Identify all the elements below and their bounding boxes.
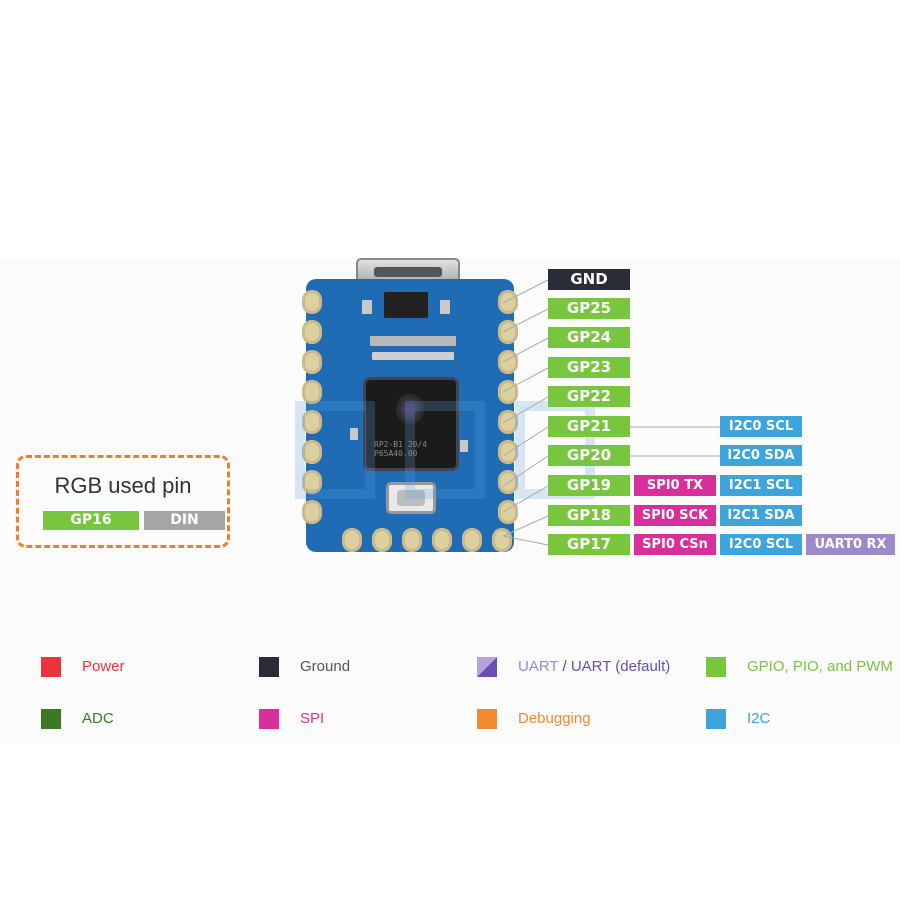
pin-pad bbox=[498, 410, 518, 434]
pin-pad bbox=[498, 350, 518, 374]
func-label-spi: SPI0 TX bbox=[634, 475, 716, 496]
debugging-swatch-icon bbox=[477, 709, 497, 729]
pin-pad bbox=[302, 410, 322, 434]
component bbox=[440, 300, 450, 314]
chip-marking: RP2-B1 20/4 P65A40.00 bbox=[374, 440, 427, 458]
component bbox=[460, 440, 468, 452]
pin-pad bbox=[498, 440, 518, 464]
legend-label: GPIO, PIO, and PWM bbox=[747, 658, 893, 675]
legend-label: UART / UART (default) bbox=[518, 657, 670, 677]
component-row bbox=[372, 352, 454, 360]
uart-separator: / bbox=[558, 658, 571, 675]
rgb-box-title: RGB used pin bbox=[54, 473, 192, 498]
ground-swatch-icon bbox=[259, 657, 279, 677]
func-label-i2c: I2C0 SCL bbox=[720, 534, 802, 555]
component bbox=[350, 428, 358, 440]
func-label-i2c: I2C0 SDA bbox=[720, 445, 802, 466]
func-label-i2c: I2C0 SCL bbox=[720, 416, 802, 437]
rgb-pin-box: RGB used pin GP16 DIN bbox=[16, 455, 230, 548]
pin-pad bbox=[492, 528, 512, 552]
pin-pad bbox=[498, 470, 518, 494]
pin-label-gnd: GND bbox=[548, 269, 630, 290]
pin-pad bbox=[462, 528, 482, 552]
legend-label: I2C bbox=[747, 710, 771, 727]
pin-pad bbox=[498, 290, 518, 314]
legend-label: Power bbox=[82, 658, 125, 675]
uart-label: UART bbox=[518, 658, 559, 675]
legend-label: Ground bbox=[300, 658, 351, 675]
pin-pad bbox=[302, 320, 322, 344]
pin-pad bbox=[498, 500, 518, 524]
func-label-uart: UART0 RX bbox=[806, 534, 895, 555]
pin-pad bbox=[432, 528, 452, 552]
pin-pad bbox=[302, 290, 322, 314]
pin-label-gp24: GP24 bbox=[548, 327, 630, 348]
pin-label-gp23: GP23 bbox=[548, 357, 630, 378]
usb-c-port bbox=[374, 267, 442, 277]
pin-label-gp20: GP20 bbox=[548, 445, 630, 466]
pin-pad bbox=[302, 380, 322, 404]
pin-pad bbox=[302, 440, 322, 464]
gpio-swatch-icon bbox=[706, 657, 726, 677]
raspberry-logo-icon bbox=[396, 394, 424, 424]
pin-pad bbox=[302, 470, 322, 494]
pin-pad bbox=[342, 528, 362, 552]
pin-pad bbox=[302, 350, 322, 374]
pin-pad bbox=[372, 528, 392, 552]
button-cap bbox=[397, 490, 425, 506]
adc-swatch-icon bbox=[41, 709, 61, 729]
component bbox=[362, 300, 372, 314]
power-swatch-icon bbox=[41, 657, 61, 677]
i2c-swatch-icon bbox=[706, 709, 726, 729]
pin-pad bbox=[498, 380, 518, 404]
pin-pad bbox=[498, 320, 518, 344]
pin-label-gp19: GP19 bbox=[548, 475, 630, 496]
pin-pad bbox=[302, 500, 322, 524]
rgb-signal-label: DIN bbox=[144, 511, 225, 530]
spi-swatch-icon bbox=[259, 709, 279, 729]
component-row bbox=[370, 336, 456, 346]
pin-label-gp25: GP25 bbox=[548, 298, 630, 319]
legend-label: SPI bbox=[300, 710, 325, 727]
pin-label-gp18: GP18 bbox=[548, 505, 630, 526]
pin-label-gp22: GP22 bbox=[548, 386, 630, 407]
legend-label: ADC bbox=[82, 710, 114, 727]
func-label-spi: SPI0 SCK bbox=[634, 505, 716, 526]
boot-button bbox=[386, 482, 436, 514]
regulator-chip bbox=[384, 292, 428, 318]
pin-label-gp21: GP21 bbox=[548, 416, 630, 437]
pin-label-gp17: GP17 bbox=[548, 534, 630, 555]
func-label-i2c: I2C1 SCL bbox=[720, 475, 802, 496]
rp2040-chip: RP2-B1 20/4 P65A40.00 bbox=[366, 380, 456, 468]
rgb-gpio-label: GP16 bbox=[43, 511, 139, 530]
legend-label: Debugging bbox=[518, 710, 591, 727]
uart-default-label: UART (default) bbox=[570, 658, 671, 675]
uart-swatch-icon bbox=[477, 657, 497, 677]
func-label-spi: SPI0 CSn bbox=[634, 534, 716, 555]
func-label-i2c: I2C1 SDA bbox=[720, 505, 802, 526]
pin-pad bbox=[402, 528, 422, 552]
